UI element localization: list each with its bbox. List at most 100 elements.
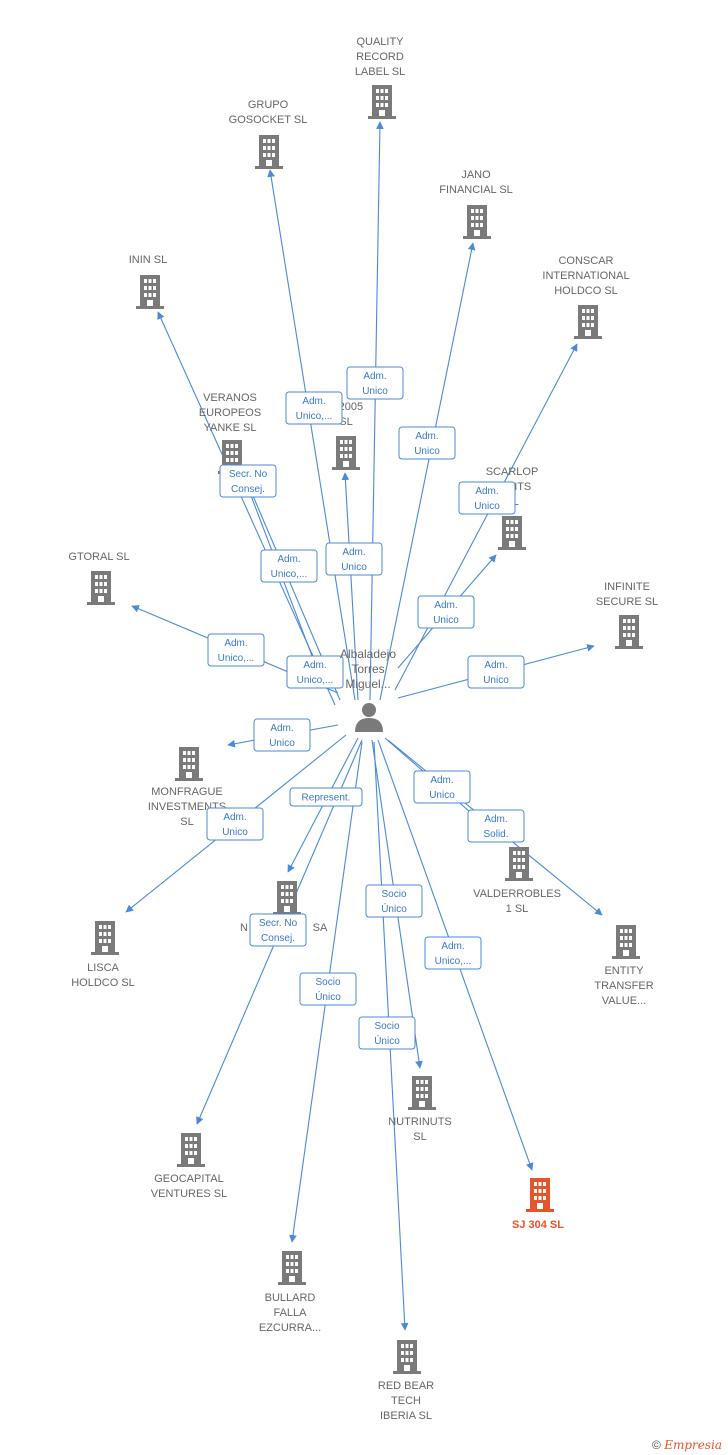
- company-label: QUALITY: [356, 36, 404, 48]
- building-icon: [505, 847, 533, 881]
- edge-label-text: Unico: [362, 386, 388, 397]
- copyright-symbol: ©: [652, 1438, 661, 1452]
- company-label: ININ SL: [129, 254, 168, 266]
- edge-label-text: Adm.: [277, 554, 300, 565]
- edge-label-gtoral[interactable]: Adm. Unico,...: [207, 633, 265, 667]
- edge-label-box[interactable]: [398, 426, 456, 460]
- edge-label-nsa[interactable]: Represent.: [289, 787, 363, 807]
- edge-label-text: Adm.: [302, 396, 325, 407]
- edge-label-box[interactable]: [417, 595, 475, 629]
- edge-label-a2005[interactable]: Adm.Unico: [325, 542, 383, 576]
- edge-label-box[interactable]: [325, 542, 383, 576]
- company-label: VALDERROBLES: [473, 888, 561, 900]
- edge-label-box[interactable]: [413, 770, 471, 804]
- edge-label-box[interactable]: [467, 655, 525, 689]
- company-label: GOSOCKET SL: [229, 114, 308, 126]
- edge-label-box[interactable]: [458, 481, 516, 515]
- company-label: LISCA: [87, 962, 119, 974]
- brand-logo[interactable]: Empresia: [664, 1438, 722, 1452]
- company-node-ininin[interactable]: ININ SL: [129, 254, 168, 309]
- edge-label-box[interactable]: [299, 972, 357, 1006]
- edge-label-sj304[interactable]: Adm.Unico,...: [424, 936, 482, 970]
- edge-label-quality[interactable]: Adm. Unico: [346, 366, 404, 400]
- edge-label-box[interactable]: [249, 913, 307, 947]
- building-icon: [332, 436, 360, 470]
- edge-label-lisca[interactable]: Adm.Unico: [206, 807, 264, 841]
- company-label: INTERNATIONAL: [542, 270, 629, 282]
- building-icon: [91, 921, 119, 955]
- building-icon: [526, 1178, 554, 1212]
- edge-label-text: Adm.: [415, 431, 438, 442]
- edge-label-text: Unico,...: [218, 653, 255, 664]
- edge-label-infinite[interactable]: Adm.Unico: [467, 655, 525, 689]
- edge-label-box[interactable]: [286, 655, 344, 689]
- company-label: TECH: [391, 1395, 421, 1407]
- company-node-gtoral[interactable]: GTORAL SL: [68, 551, 130, 605]
- edge-label-text: Unico: [222, 827, 248, 838]
- edge-label-box[interactable]: [219, 464, 277, 498]
- edge-label-text: Unico: [433, 615, 459, 626]
- edge-label-box[interactable]: [285, 391, 343, 425]
- company-label: RECORD: [356, 51, 404, 63]
- edge-label-scarlop[interactable]: Adm.Unico: [417, 595, 475, 629]
- footer: © Empresia: [652, 1438, 722, 1452]
- edge-label-text: Adm.: [224, 638, 247, 649]
- edge-label-text: Unico,...: [271, 569, 308, 580]
- building-icon: [393, 1340, 421, 1374]
- edge-label-jano[interactable]: Adm. Unico: [398, 426, 456, 460]
- edge-label-text: Único: [381, 902, 407, 915]
- company-label: SCARLOP: [486, 466, 539, 478]
- company-node-entity[interactable]: ENTITYTRANSFERVALUE...: [594, 925, 654, 1007]
- edge-label-box[interactable]: [253, 718, 311, 752]
- edge-label-box[interactable]: [206, 807, 264, 841]
- edge-label-box[interactable]: [467, 809, 525, 843]
- company-label: ENTITY: [604, 965, 644, 977]
- edge-label-text: Único: [315, 990, 341, 1003]
- edge-label-text: Unico: [429, 790, 455, 801]
- edge-label-monfrague[interactable]: Adm.Unico: [253, 718, 311, 752]
- edge-label-gosocket[interactable]: Adm.Unico,...: [285, 391, 343, 425]
- edge-label-box[interactable]: [365, 884, 423, 918]
- building-icon: [175, 747, 203, 781]
- building-icon: [463, 205, 491, 239]
- edge-label-box[interactable]: [346, 366, 404, 400]
- edge-label-veranos[interactable]: Adm. Unico,...: [260, 549, 318, 583]
- building-icon: [136, 275, 164, 309]
- edge-label-text: Unico: [474, 501, 500, 512]
- company-node-sj304[interactable]: SJ 304 SL: [512, 1178, 564, 1231]
- edge-label-entity[interactable]: Adm.Solid.: [467, 809, 525, 843]
- edge-label-text: Unico: [414, 446, 440, 457]
- edge-label-box[interactable]: [260, 549, 318, 583]
- company-label: CONSCAR: [558, 255, 613, 267]
- edge-label-box[interactable]: [424, 936, 482, 970]
- edge-label-valderrobles[interactable]: Adm.Unico: [413, 770, 471, 804]
- edge-label-conscar[interactable]: Adm.Unico: [458, 481, 516, 515]
- edge-label-box[interactable]: [207, 633, 265, 667]
- company-node-bullard[interactable]: BULLARDFALLAEZCURRA...: [259, 1251, 321, 1334]
- edge-label-box[interactable]: [289, 787, 363, 807]
- building-icon: [615, 615, 643, 649]
- center-person[interactable]: AlbaladejoTorresMiguel...: [340, 647, 396, 732]
- edge-label-box[interactable]: [358, 1016, 416, 1050]
- edge-label-text: Socio: [374, 1021, 399, 1032]
- edge-label-text: Adm.: [363, 371, 386, 382]
- edge-label-veranos[interactable]: Adm.Unico,...: [286, 655, 344, 689]
